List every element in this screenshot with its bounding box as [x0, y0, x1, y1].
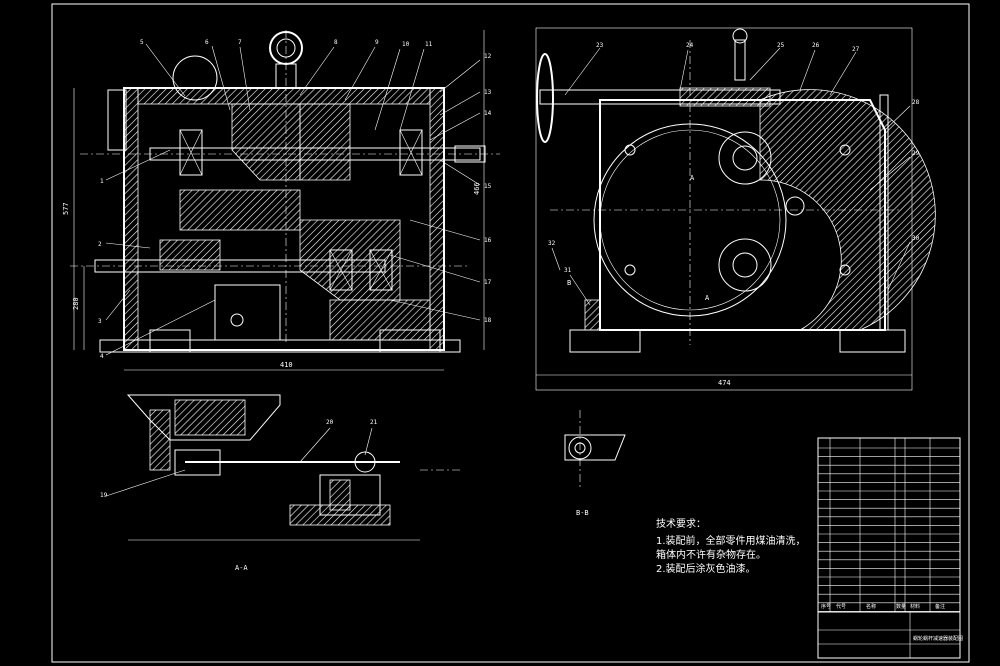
leader-20	[299, 427, 331, 463]
leader-32	[551, 247, 561, 271]
part-balloon-1: 1	[100, 178, 104, 185]
side-view-label-a1: A	[690, 174, 695, 182]
part-balloon-14: 14	[484, 110, 492, 117]
section-view-a-a: A-A	[126, 394, 460, 572]
part-balloon-18: 18	[484, 317, 492, 324]
leader-23	[564, 47, 601, 96]
part-balloon-25: 25	[777, 42, 785, 49]
part-balloon-5: 5	[140, 39, 144, 46]
leader-16	[409, 219, 481, 241]
detail-view-b-b: B-B	[564, 410, 626, 517]
leader-2	[105, 242, 151, 249]
dim-front-280: 280	[72, 297, 80, 310]
part-balloon-20: 20	[326, 419, 334, 426]
part-balloon-6: 6	[205, 39, 209, 46]
part-balloon-10: 10	[402, 41, 410, 48]
part-balloon-8: 8	[334, 39, 338, 46]
part-balloon-2: 2	[98, 241, 102, 248]
drawing-border	[51, 3, 970, 663]
leader-10	[374, 48, 401, 131]
part-balloon-30: 30	[912, 235, 920, 242]
front-view: 577 280 410 466	[62, 30, 500, 371]
leader-12	[439, 59, 481, 93]
part-balloon-16: 16	[484, 237, 492, 244]
leader-17	[389, 254, 481, 283]
leader-15	[439, 159, 481, 186]
leader-27	[829, 51, 857, 96]
part-balloon-32: 32	[548, 240, 556, 247]
part-balloon-24: 24	[686, 42, 694, 49]
leader-26	[799, 49, 816, 91]
side-view-label-b: B	[567, 279, 571, 287]
part-balloon-4: 4	[100, 353, 104, 360]
header-cell-code: 代号	[836, 603, 846, 610]
part-balloon-29: 29	[912, 150, 920, 157]
side-view: 474 A A B	[535, 27, 936, 391]
leader-24	[679, 49, 689, 91]
dim-front-466: 466	[473, 182, 481, 195]
header-cell-index: 序号	[821, 603, 831, 610]
detail-b-b-label: B-B	[576, 509, 589, 517]
leader-5	[145, 43, 186, 97]
part-balloon-13: 13	[484, 89, 492, 96]
leader-30	[887, 241, 911, 291]
part-balloon-12: 12	[484, 53, 492, 60]
leader-6	[211, 45, 231, 111]
leader-9	[344, 46, 376, 101]
part-balloon-7: 7	[238, 39, 242, 46]
leader-25	[749, 47, 781, 81]
leader-8	[299, 46, 335, 96]
leader-14	[429, 112, 481, 141]
leader-7	[239, 46, 251, 111]
section-view-part-balloons: 19 20 21	[100, 419, 378, 499]
leader-18	[389, 299, 481, 321]
side-view-part-balloons: 23 24 25 26 27 28 29 30 31 32	[548, 42, 920, 306]
header-cell-name: 名称	[866, 603, 876, 610]
section-a-a-label: A-A	[235, 564, 248, 572]
drawing-title: 蜗轮蜗杆减速器装配图	[913, 635, 963, 642]
header-cell-note: 备注	[935, 603, 945, 610]
leader-28	[884, 105, 911, 131]
header-cell-qty: 数量	[896, 603, 906, 610]
leader-19	[105, 469, 186, 497]
requirements-title: 技术要求：	[656, 517, 706, 530]
part-balloon-3: 3	[98, 318, 102, 325]
part-balloon-26: 26	[812, 42, 820, 49]
requirements-line-2: 箱体内不许有杂物存在。	[656, 548, 766, 561]
requirements-line-3: 2.装配后涂灰色油漆。	[656, 562, 756, 575]
part-balloon-19: 19	[100, 492, 108, 499]
title-block: 序号 代号 名称 数量 材料 备注 蜗轮蜗杆减速器装配图	[817, 437, 963, 659]
part-balloon-21: 21	[370, 419, 378, 426]
leader-1	[105, 149, 171, 181]
leader-13	[439, 91, 481, 116]
part-balloon-23: 23	[596, 42, 604, 49]
dim-front-577: 577	[62, 202, 70, 215]
technical-requirements: 技术要求： 1.装配前，全部零件用煤油清洗， 箱体内不许有杂物存在。 2.装配后…	[656, 517, 806, 575]
requirements-line-1: 1.装配前，全部零件用煤油清洗，	[656, 534, 806, 547]
part-balloon-17: 17	[484, 279, 492, 286]
dim-front-410: 410	[280, 361, 293, 369]
part-balloon-31: 31	[564, 267, 572, 274]
leader-29	[869, 156, 911, 191]
leader-31	[569, 274, 591, 306]
part-balloon-15: 15	[484, 183, 492, 190]
leader-3	[105, 289, 131, 321]
part-balloon-9: 9	[375, 39, 379, 46]
part-balloon-28: 28	[912, 99, 920, 106]
part-balloon-27: 27	[852, 46, 860, 53]
leader-11	[399, 48, 425, 131]
header-cell-material: 材料	[910, 603, 920, 610]
leader-21	[364, 427, 373, 456]
side-view-label-a2: A	[705, 294, 710, 302]
dim-side-474: 474	[718, 379, 731, 387]
part-balloon-11: 11	[425, 41, 433, 48]
leader-4	[105, 299, 216, 356]
